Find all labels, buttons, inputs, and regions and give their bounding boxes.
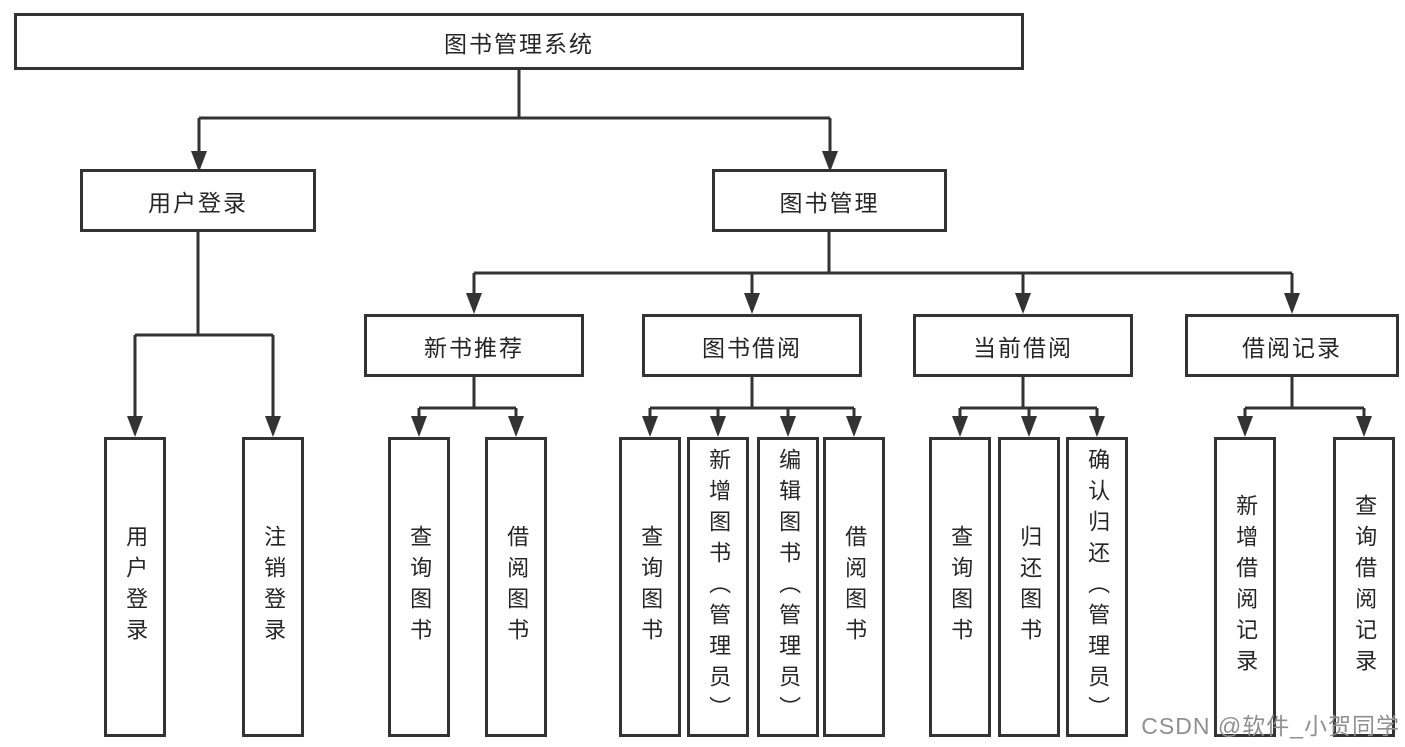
node-label: 编辑图书（管理员） — [776, 447, 802, 727]
node-label: 注销登录 — [261, 525, 287, 649]
node-label: 借阅记录 — [1242, 334, 1342, 361]
node-label: 查询图书 — [638, 525, 664, 649]
node-label: 当前借阅 — [973, 334, 1073, 361]
node-user-login: 用户登录 — [80, 169, 316, 232]
node-leaf-user-login: 用户登录 — [104, 437, 166, 737]
node-label: 查询借阅记录 — [1352, 494, 1378, 680]
watermark: CSDN @软件_小贺同学 — [1141, 713, 1400, 739]
node-leaf-edit-book-admin: 编辑图书（管理员） — [757, 437, 819, 737]
node-label: 图书借阅 — [702, 334, 802, 361]
node-book-borrowing: 图书借阅 — [642, 314, 862, 377]
node-label: 用户登录 — [148, 189, 248, 216]
node-label: 图书管理 — [779, 189, 880, 216]
node-leaf-logout: 注销登录 — [242, 437, 304, 737]
node-leaf-query-books-1: 查询图书 — [388, 437, 450, 737]
node-book-management: 图书管理 — [712, 169, 947, 232]
node-leaf-query-books-3: 查询图书 — [929, 437, 991, 737]
node-label: 用户登录 — [123, 525, 149, 649]
node-label: 图书管理系统 — [444, 30, 594, 57]
node-leaf-query-borrow-record: 查询借阅记录 — [1333, 437, 1395, 737]
node-borrowing-records: 借阅记录 — [1185, 314, 1399, 377]
node-label: 新书推荐 — [424, 334, 524, 361]
node-leaf-confirm-return-admin: 确认归还（管理员） — [1066, 437, 1128, 737]
node-leaf-query-books-2: 查询图书 — [619, 437, 681, 737]
node-label: 新增图书（管理员） — [706, 447, 732, 727]
node-label: 归还图书 — [1017, 525, 1043, 649]
node-leaf-borrow-books-1: 借阅图书 — [485, 437, 547, 737]
node-current-borrowing: 当前借阅 — [913, 314, 1133, 377]
node-leaf-add-borrow-record: 新增借阅记录 — [1214, 437, 1276, 737]
node-library-management-system: 图书管理系统 — [14, 13, 1024, 70]
node-label: 借阅图书 — [504, 525, 530, 649]
node-leaf-add-book-admin: 新增图书（管理员） — [687, 437, 749, 737]
node-new-book-recommendation: 新书推荐 — [364, 314, 584, 377]
node-label: 借阅图书 — [842, 525, 868, 649]
node-leaf-return-book: 归还图书 — [998, 437, 1060, 737]
node-label: 确认归还（管理员） — [1085, 447, 1111, 727]
node-label: 查询图书 — [948, 525, 974, 649]
node-leaf-borrow-books-2: 借阅图书 — [823, 437, 885, 737]
node-label: 查询图书 — [407, 525, 433, 649]
node-label: 新增借阅记录 — [1233, 494, 1259, 680]
